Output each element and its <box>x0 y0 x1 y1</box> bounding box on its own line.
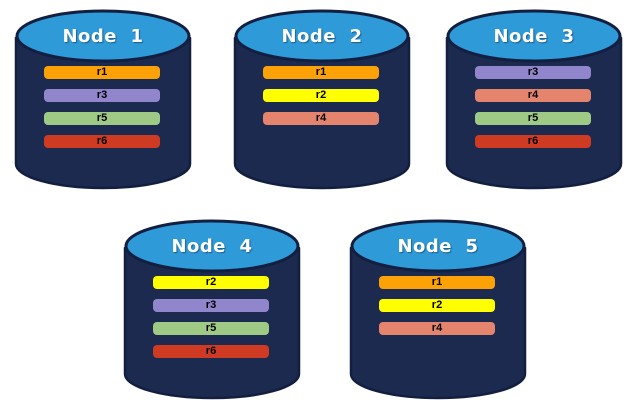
replica-label: r1 <box>315 66 327 78</box>
replica-bar-r6: r6 <box>44 135 160 148</box>
replica-bar-r1: r1 <box>379 276 495 289</box>
replica-bars: r1 r3 r5 r6 <box>13 8 193 192</box>
replica-label: r3 <box>205 299 217 311</box>
replica-bar-r5: r5 <box>44 112 160 125</box>
replica-bar-r4: r4 <box>263 112 379 125</box>
replica-bar-r5: r5 <box>153 322 269 335</box>
replica-label: r5 <box>96 112 108 124</box>
replica-label: r2 <box>315 89 327 101</box>
cylinder-top-shape <box>350 219 526 273</box>
cylinder-top-shape <box>124 219 300 273</box>
replica-label: r6 <box>96 135 108 147</box>
cylinder-top-shape <box>234 9 410 63</box>
replica-bars: r2 r3 r5 r6 <box>122 218 302 402</box>
replica-label: r3 <box>96 89 108 101</box>
replica-label: r5 <box>527 112 539 124</box>
node-cylinder-5: Node 5 r1 r2 r4 <box>348 218 528 402</box>
node-title: Node 3 <box>493 26 575 47</box>
replica-label: r3 <box>527 66 539 78</box>
replica-bar-r1: r1 <box>44 66 160 79</box>
replica-bar-r2: r2 <box>263 89 379 102</box>
node-cylinder-1: Node 1 r1 r3 r5 r6 <box>13 8 193 192</box>
replica-bars: r3 r4 r5 r6 <box>444 8 624 192</box>
cylinder-top-shape <box>446 9 622 63</box>
replica-label: r6 <box>527 135 539 147</box>
replica-bar-r3: r3 <box>44 89 160 102</box>
replica-label: r4 <box>431 322 443 334</box>
replica-label: r2 <box>205 276 217 288</box>
replica-bar-r5: r5 <box>475 112 591 125</box>
replica-label: r4 <box>315 112 327 124</box>
node-title: Node 2 <box>281 26 363 47</box>
replica-bar-r4: r4 <box>379 322 495 335</box>
replica-bar-r2: r2 <box>379 299 495 312</box>
replica-bar-r6: r6 <box>475 135 591 148</box>
replica-bar-r4: r4 <box>475 89 591 102</box>
replica-label: r2 <box>431 299 443 311</box>
replica-label: r1 <box>431 276 443 288</box>
replica-bar-r3: r3 <box>475 66 591 79</box>
replica-bar-r3: r3 <box>153 299 269 312</box>
node-cylinder-4: Node 4 r2 r3 r5 r6 <box>122 218 302 402</box>
replica-label: r4 <box>527 89 539 101</box>
replica-label: r5 <box>205 322 217 334</box>
replica-bar-r6: r6 <box>153 345 269 358</box>
replica-label: r6 <box>205 345 217 357</box>
replica-label: r1 <box>96 66 108 78</box>
cylinder-top-shape <box>15 9 191 63</box>
replica-bar-r1: r1 <box>263 66 379 79</box>
replica-bar-r2: r2 <box>153 276 269 289</box>
node-title: Node 5 <box>397 236 479 257</box>
node-title: Node 1 <box>62 26 144 47</box>
replica-bars: r1 r2 r4 <box>232 8 412 192</box>
replica-bars: r1 r2 r4 <box>348 218 528 402</box>
node-cylinder-3: Node 3 r3 r4 r5 r6 <box>444 8 624 192</box>
node-title: Node 4 <box>171 236 253 257</box>
node-cylinder-2: Node 2 r1 r2 r4 <box>232 8 412 192</box>
